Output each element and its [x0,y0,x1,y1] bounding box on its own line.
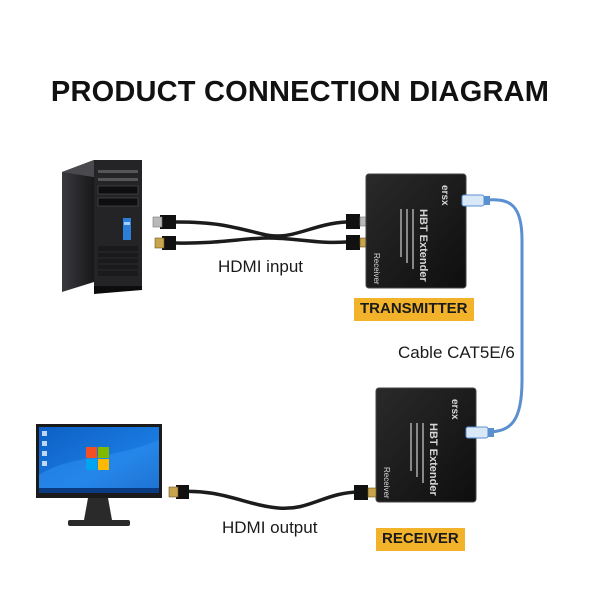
hdmi-input-cable [174,220,348,245]
windows-logo-icon [86,447,109,470]
transmitter-device-icon: ersx HBT Extender Receiver [365,173,467,289]
pc-tower-icon [62,160,142,294]
hdmi-output-cable [168,485,377,511]
hdmi-input-label: HDMI input [218,257,304,276]
receiver-side-label: Receiver [382,467,391,499]
cable-label: Cable CAT5E/6 [398,343,515,362]
receiver-brand: ersx [449,399,460,420]
transmitter-brand: ersx [439,185,450,206]
transmitter-device-name: HBT Extender [417,209,429,282]
transmitter-side-label: Receiver [372,253,381,285]
receiver-device-icon: ersx HBT Extender Receiver [375,387,477,503]
usb-plug-icon [152,214,369,229]
page-title: PRODUCT CONNECTION DIAGRAM [50,76,550,108]
rj45-plug-icon [461,194,494,439]
receiver-tag: RECEIVER [376,528,465,551]
transmitter-tag: TRANSMITTER [354,298,474,321]
hdmi-output-label: HDMI output [222,518,318,537]
cat-cable [485,198,524,434]
hdmi-plug-icon [154,235,369,250]
receiver-device-name: HBT Extender [427,423,439,496]
monitor-icon [36,424,162,526]
